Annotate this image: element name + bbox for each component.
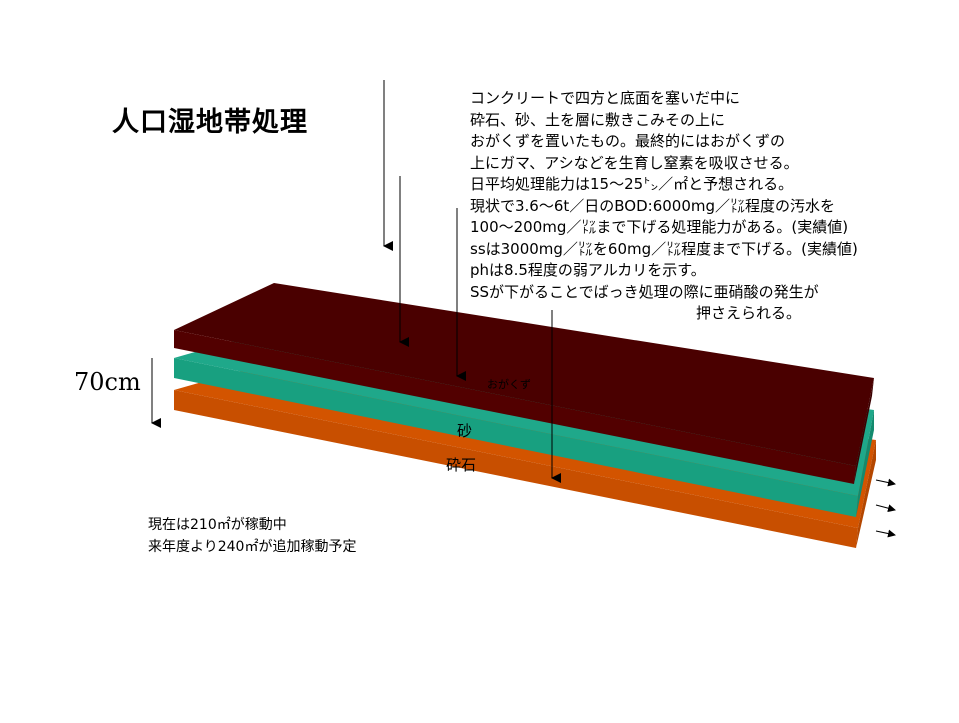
status-line: 現在は210㎡が稼動中 [148,517,287,533]
sawdust-layer [174,283,874,484]
sawdust-label: おがくず [487,378,531,391]
note-line: おがくずを置いたもの。最終的にはおがくずの [470,132,786,150]
note-line: 上にガマ、アシなどを生育し窒素を吸収させる。 [470,153,799,172]
outflow-arrow [875,504,896,513]
note-line: 現状で3.6～6t／日のBOD:6000mg／㍑程度の汚水を [470,196,836,215]
gravel-label: 砕石 [446,456,477,474]
page-title: 人口湿地帯処理 [112,107,308,138]
note-line: 砕石、砂、土を層に敷きこみその上に [470,110,726,129]
height-label: 70cm [74,368,141,396]
note-line: ssは3000mg／㍑を60mg／㍑程度まで下げる。(実績値) [470,239,858,258]
note-line: SSが下がることでばっき処理の際に亜硝酸の発生が [470,282,819,301]
note-line: 100～200mg／㍑まで下げる処理能力がある。(実績値) [470,218,849,236]
outflow-arrow [875,478,896,487]
note-line: コンクリートで四方と底面を塞いだ中に [470,89,741,107]
note-line: 日平均処理能力は15～25㌧／㎡と予想される。 [470,175,794,193]
note-line: 押さえられる。 [696,304,802,322]
sand-label: 砂 [457,422,473,440]
outflow-arrow [875,529,896,538]
note-line: phは8.5程度の弱アルカリを示す。 [470,261,706,279]
status-line: 来年度より240㎡が追加稼動予定 [148,539,357,555]
description-notes: コンクリートで四方と底面を塞いだ中に 砕石、砂、土を層に敷きこみその上に おがく… [470,88,940,325]
status-notes: 現在は210㎡が稼動中 来年度より240㎡が追加稼動予定 [148,514,356,558]
